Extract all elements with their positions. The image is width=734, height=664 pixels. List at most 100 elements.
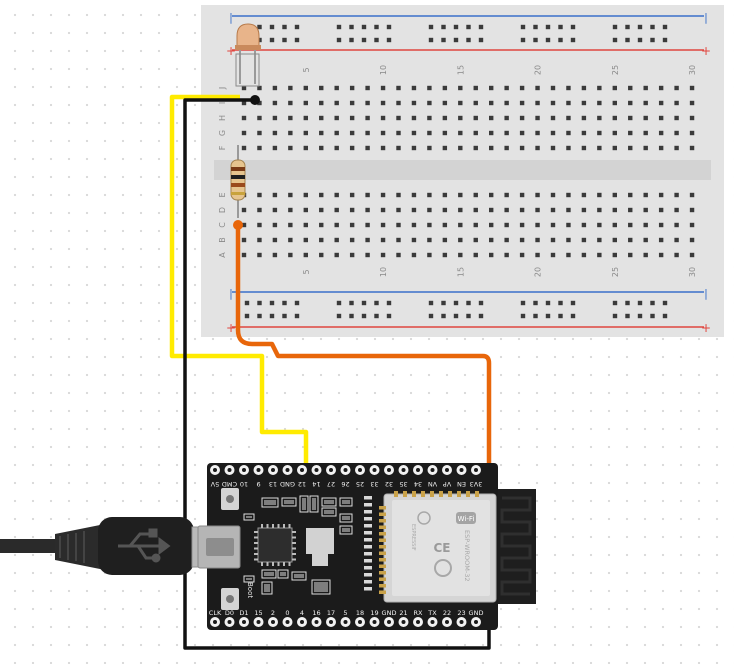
resistor[interactable]	[230, 145, 246, 218]
header-pin-hole	[372, 620, 377, 624]
rail-hole	[294, 313, 300, 319]
breadboard-hole	[504, 115, 509, 121]
header-pin-hole	[242, 468, 246, 472]
breadboard-hole	[550, 222, 556, 228]
orange-wire[interactable]	[235, 226, 492, 470]
rail-hole	[545, 37, 551, 43]
breadboard-hole	[427, 252, 432, 258]
rail-hole	[244, 300, 250, 306]
mid-strip-pad	[364, 552, 372, 556]
smd-component	[261, 581, 273, 595]
usb-cable[interactable]	[0, 517, 213, 575]
rail-hole	[386, 24, 392, 30]
breadboard-hole	[504, 207, 509, 213]
breadboard-hole	[658, 130, 664, 136]
column-label: 10	[379, 65, 388, 75]
breadboard-hole	[535, 192, 540, 198]
breadboard-hole	[489, 115, 494, 121]
breadboard-hole	[689, 100, 695, 106]
boot-label: Boot	[246, 582, 254, 598]
mid-strip-pad	[364, 566, 372, 570]
breadboard-hole	[658, 85, 664, 91]
pin-label: D0	[225, 609, 234, 617]
breadboard-hole	[380, 222, 386, 228]
breadboard-hole	[581, 222, 587, 228]
module-vendor: ESPRESSIF	[410, 524, 416, 551]
led[interactable]	[235, 23, 261, 87]
breadboard-hole	[628, 145, 633, 151]
breadboard-hole	[674, 222, 679, 228]
breadboard-hole	[473, 252, 478, 258]
breadboard-hole	[349, 252, 355, 258]
breadboard-hole	[303, 252, 308, 258]
breadboard-hole	[442, 252, 448, 258]
header-pin-hole	[387, 620, 391, 624]
header-pin-hole	[416, 468, 420, 472]
breadboard-hole	[597, 115, 602, 121]
rail-hole	[612, 300, 618, 306]
breadboard-hole	[365, 145, 370, 151]
smd-component	[339, 513, 353, 523]
led-body	[236, 23, 260, 49]
rail-hole	[453, 300, 459, 306]
module-pad	[394, 491, 398, 497]
breadboard-hole	[241, 207, 247, 213]
breadboard-hole	[612, 130, 617, 136]
rail-hole	[386, 313, 392, 319]
rail-hole	[428, 300, 434, 306]
pin-label: 19	[370, 609, 378, 617]
pin-label: 0	[285, 609, 289, 617]
pin-label: 10	[240, 480, 248, 488]
breadboard-hole	[396, 252, 401, 258]
rail-plus-symbol: +	[226, 321, 236, 335]
pin-label: 34	[414, 480, 422, 488]
row-label: H	[218, 115, 227, 121]
breadboard-hole	[272, 115, 278, 121]
column-label: 30	[688, 65, 697, 75]
breadboard-hole	[411, 192, 417, 198]
breadboard-hole	[442, 85, 448, 91]
header-pin-hole	[459, 468, 464, 472]
breadboard-hole	[319, 207, 324, 213]
rail-hole	[625, 313, 630, 319]
breadboard-hole	[442, 130, 448, 136]
module-pad	[403, 491, 407, 497]
breadboard-hole	[396, 85, 401, 91]
breadboard-hole	[489, 252, 494, 258]
resistor-band	[231, 183, 245, 187]
black-wire[interactable]	[183, 98, 491, 650]
rail-hole	[650, 37, 655, 43]
header-pin-hole	[314, 468, 319, 472]
mid-strip-pad	[364, 503, 372, 507]
header-pin-hole	[445, 468, 449, 472]
rail-hole	[374, 24, 379, 30]
chip-pin	[254, 536, 258, 539]
module-pad	[379, 519, 386, 523]
breadboard-hole	[288, 237, 293, 243]
breadboard-hole	[504, 85, 509, 91]
breadboard-hole	[597, 207, 602, 213]
breadboard-hole	[272, 222, 278, 228]
breadboard-hole	[612, 145, 617, 151]
wire-end-dot	[250, 95, 260, 105]
breadboard-hole	[241, 85, 247, 91]
rail-hole	[558, 313, 563, 319]
breadboard-hole	[257, 207, 262, 213]
breadboard-hole	[334, 207, 339, 213]
header-pin-hole	[343, 620, 348, 624]
yellow-wire[interactable]	[169, 94, 309, 470]
pin-label: 27	[327, 480, 335, 488]
breadboard-hole	[427, 237, 432, 243]
breadboard-hole	[272, 237, 278, 243]
smd-component-body	[312, 498, 316, 510]
breadboard-hole	[581, 130, 587, 136]
header-pin-hole	[285, 620, 290, 624]
smd-component-body	[302, 498, 306, 510]
breadboard-hole	[319, 222, 324, 228]
rail-hole	[478, 313, 484, 319]
module-pad	[412, 491, 416, 497]
chip-pin	[261, 524, 263, 528]
